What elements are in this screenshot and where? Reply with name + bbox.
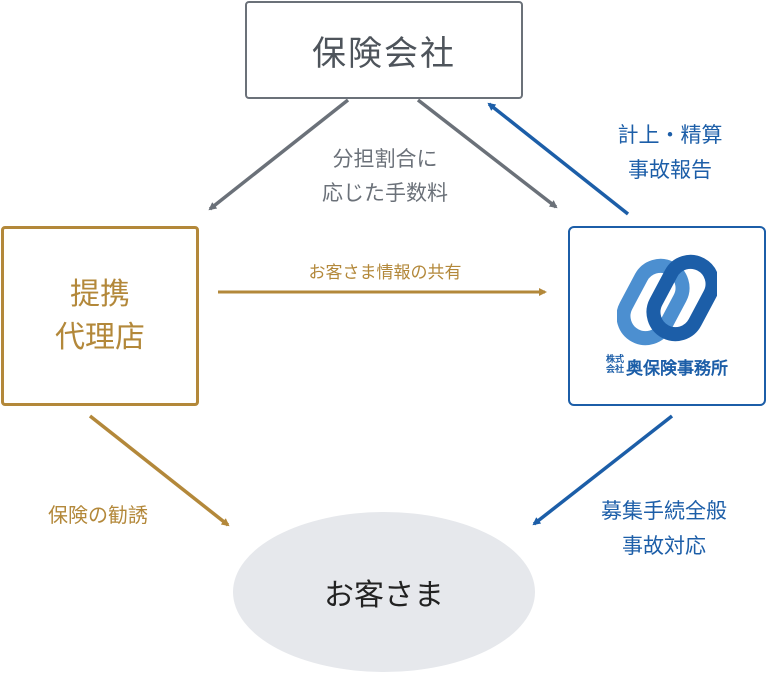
insurer-node: 保険会社: [245, 1, 523, 99]
customer-label: お客さま: [324, 578, 444, 613]
agency-label: 提携 代理店: [55, 276, 145, 356]
arrow-company-to-customer: [532, 414, 674, 526]
arrow-insurer-to-company: [416, 98, 558, 209]
company-node: 株式 会社 奥保険事務所: [568, 226, 766, 406]
customer-node: お客さま: [233, 512, 535, 672]
edge-label-handling: 募集手続全般 事故対応: [601, 499, 727, 558]
arrow-company-to-insurer: [487, 102, 630, 216]
edge-label-solicitation: 保険の勧誘: [48, 503, 148, 527]
company-name: 奥保険事務所: [626, 358, 728, 379]
company-logo-icon: [617, 254, 717, 345]
edge-label-report: 計上・精算 事故報告: [617, 123, 723, 182]
edge-label-commission: 分担割合に 応じた手数料: [322, 147, 448, 205]
agency-node: 提携 代理店: [1, 226, 199, 406]
company-logotype: 株式 会社 奥保険事務所: [605, 354, 728, 379]
edge-label-info-share: お客さま情報の共有: [308, 263, 462, 283]
company-prefix: 株式 会社: [605, 355, 624, 375]
insurer-label: 保険会社: [312, 33, 456, 74]
arrow-agency-to-customer: [88, 414, 230, 527]
arrow-insurer-to-agency: [208, 98, 350, 211]
